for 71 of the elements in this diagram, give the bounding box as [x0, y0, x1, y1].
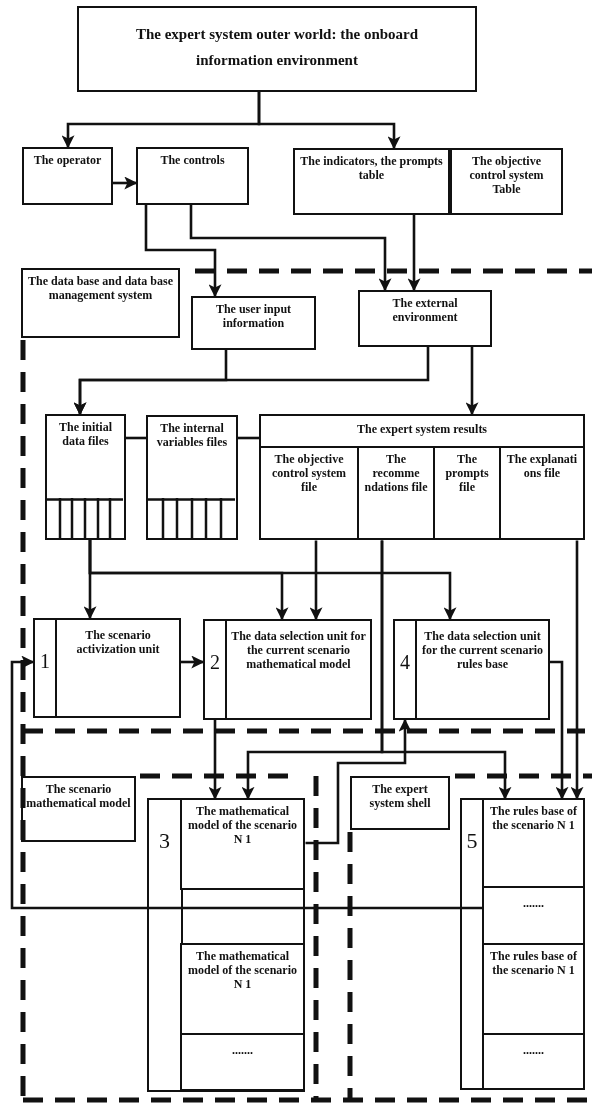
arrow — [144, 205, 222, 298]
label-box — [358, 290, 492, 347]
node-label: The initial data files — [58, 420, 113, 449]
node-label: The data base and data base management system — [27, 274, 174, 303]
process-box — [77, 6, 477, 92]
arrow — [570, 540, 584, 800]
node-label: The scenario mathematical model — [25, 782, 132, 811]
data-file-box — [45, 414, 126, 540]
label-box — [180, 943, 305, 1035]
arrow — [113, 176, 138, 190]
node-label: The user input information — [214, 302, 293, 331]
arrow — [550, 660, 569, 800]
arrow — [208, 720, 222, 800]
node-label: The rules base of the scenario N 1 — [489, 949, 578, 978]
node-label: The explanati ons file — [505, 452, 579, 481]
title-text: The expert system outer world: the onboard information environment — [134, 25, 420, 70]
node-label: The objective control system Table — [468, 154, 545, 197]
arrow — [73, 347, 430, 416]
node-label: The expert system shell — [368, 782, 432, 811]
arrow — [407, 215, 421, 292]
process-box — [33, 618, 181, 718]
node-label: The indicators, the prompts table — [299, 154, 444, 183]
label-box — [22, 147, 113, 205]
node-label: The scenario activization unit — [75, 628, 161, 657]
node-label: The objective control system file — [270, 452, 348, 495]
label-box — [350, 776, 450, 830]
arrow — [88, 540, 457, 621]
connector-line — [238, 436, 259, 440]
unit-number: 1 — [39, 650, 51, 674]
node-label: The mathematical model of the scenario N 1 — [187, 804, 298, 847]
connector-line — [126, 436, 146, 440]
node-label: The rules base of the scenario N 1 — [489, 804, 578, 833]
module-panel — [460, 798, 585, 1090]
label-box — [180, 798, 305, 890]
node-label: The operator — [32, 153, 103, 168]
label-box — [293, 148, 450, 215]
node-label: The data selection unit for the current scenario mathematical model — [230, 629, 367, 672]
arrow — [257, 92, 401, 150]
unit-number: 2 — [209, 651, 221, 675]
unit-number: 4 — [399, 651, 411, 675]
panel-heading: The expert system results — [355, 422, 489, 437]
arrow — [465, 347, 479, 416]
label-box — [136, 147, 249, 205]
node-label: The internal variables files — [155, 421, 229, 450]
arrow — [10, 655, 483, 910]
arrow — [181, 655, 205, 669]
node-label: The prompts file — [444, 452, 490, 495]
ellipsis-text: ....... — [522, 896, 545, 911]
process-box — [393, 619, 550, 720]
results-panel — [259, 414, 585, 540]
continuation-box — [180, 1033, 305, 1091]
node-label: The controls — [159, 153, 226, 168]
label-box — [21, 776, 136, 842]
data-file-box — [146, 415, 238, 540]
label-box — [21, 268, 180, 338]
arrow — [309, 540, 323, 621]
ellipsis-text: ....... — [522, 1043, 545, 1058]
ellipsis-text: ....... — [231, 1043, 254, 1058]
node-label: The mathematical model of the scenario N 1 — [187, 949, 298, 992]
node-label: The recomme ndations file — [363, 452, 429, 495]
arrow — [305, 718, 412, 845]
arrow — [380, 540, 512, 800]
module-panel — [147, 798, 305, 1092]
node-label: The data selection unit for the current scenario rules base — [420, 629, 545, 672]
process-box — [203, 619, 372, 720]
label-box — [450, 148, 563, 215]
module-number: 5 — [465, 828, 479, 854]
label-box — [191, 296, 316, 350]
node-label: The external environment — [391, 296, 459, 325]
module-number: 3 — [158, 828, 171, 854]
arrow — [189, 205, 392, 292]
